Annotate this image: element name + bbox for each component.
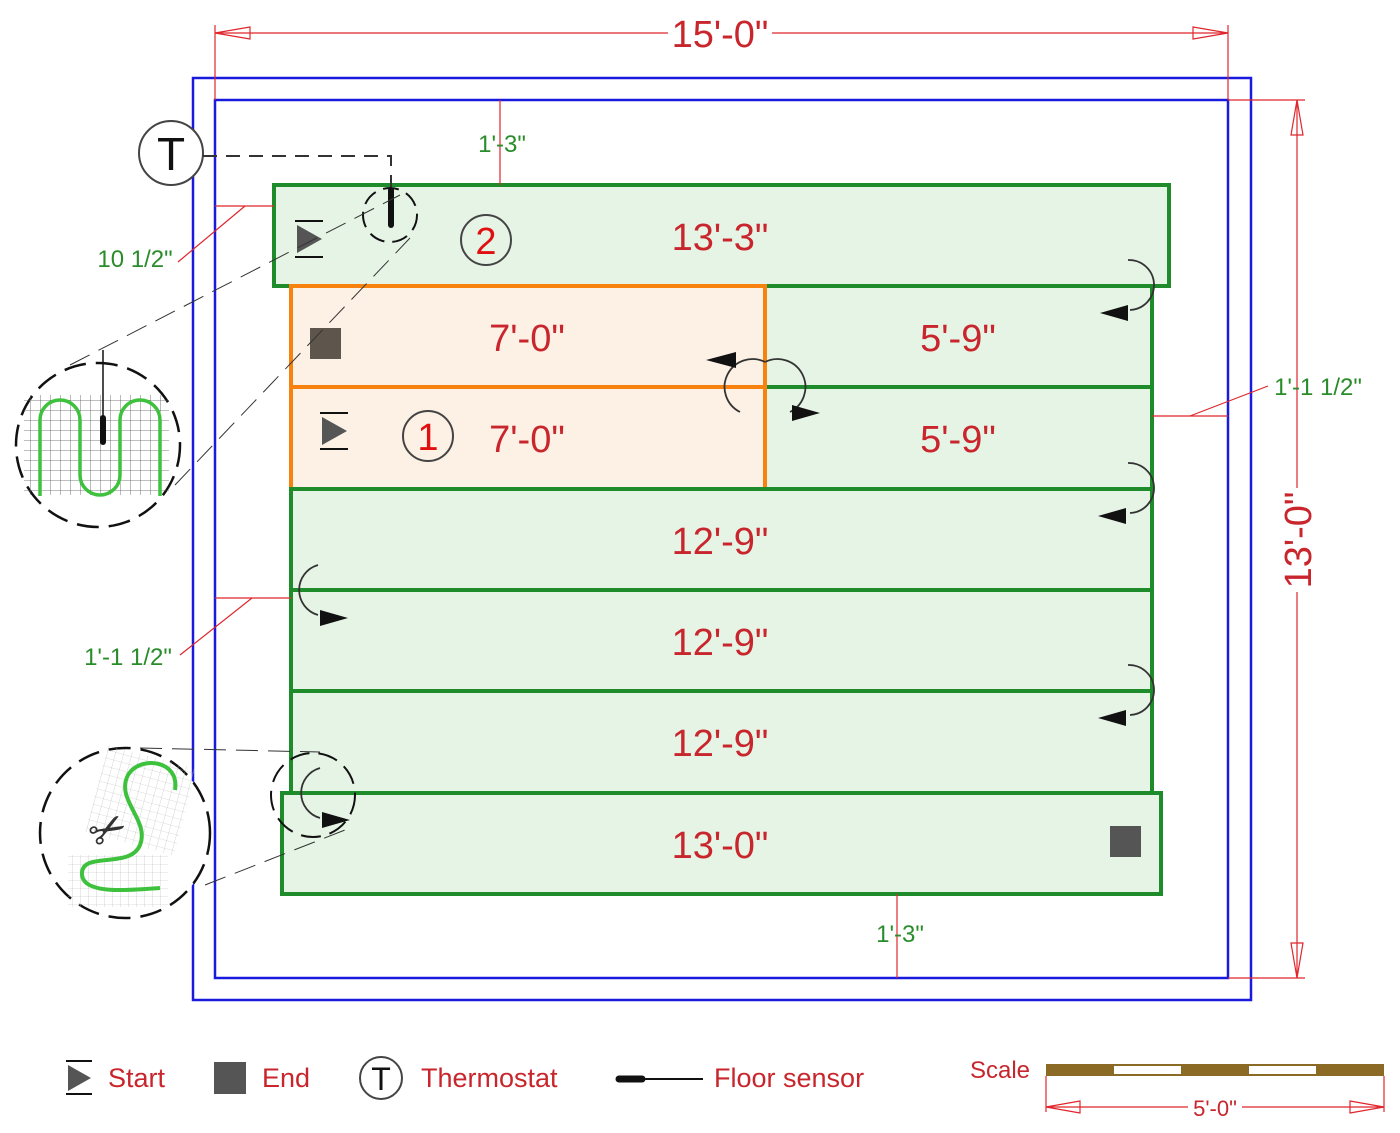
clearance-left-top-label: 10 1/2" [97,246,172,273]
sensor-detail-marker [270,752,356,838]
svg-text:1: 1 [417,417,438,459]
clearance-top-label: 1'-3" [478,131,526,158]
start-icon [320,412,348,450]
mat-strip: 12'-9" [289,487,1154,592]
mat-strip: 13'-0" [280,791,1163,896]
strip-length: 12'-9" [672,521,769,563]
legend-end: End [214,1062,310,1094]
circuit-number-2: 2 [460,214,512,266]
svg-text:Start: Start [108,1063,166,1093]
strip-length: 7'-0" [489,419,565,461]
sensor-detail-icon [14,350,182,529]
svg-text:Scale: Scale [970,1057,1030,1084]
strip-length: 12'-9" [672,622,769,664]
turn-arrow-icons [298,259,1155,819]
thermostat-icon: T [138,120,204,186]
strip-length: 12'-9" [672,723,769,765]
strip-length: 7'-0" [489,318,565,360]
mat-strip: 7'-0" 5'-9" [289,284,1154,389]
mat-strip: 12'-9" [289,689,1154,795]
svg-text:End: End [262,1063,310,1093]
strip-length: 13'-0" [672,825,769,867]
svg-text:T: T [371,1061,391,1097]
room-inner-wall [213,98,1230,980]
direction-arrow-icons [320,305,1128,828]
start-icon [295,220,323,258]
room-outer-wall [191,76,1253,1002]
svg-text:T: T [157,128,185,180]
svg-text:Thermostat: Thermostat [421,1063,558,1093]
legend-start: Start [66,1060,166,1095]
mat-strip: 13'-3" [272,183,1171,288]
svg-text:2: 2 [475,221,496,263]
strip-length: 5'-9" [920,318,996,360]
width-label: 15'-0" [672,14,769,56]
strip-length: 13'-3" [672,217,769,259]
end-icon [310,328,341,359]
clearance-right-label: 1'-1 1/2" [1274,374,1362,401]
svg-text:5'-0": 5'-0" [1193,1096,1237,1121]
legend-floor-sensor: Floor sensor [615,1063,864,1093]
clearance-bottom-label: 1'-3" [876,921,924,948]
height-label: 13'-0" [1278,492,1320,589]
mat-strip: 7'-0" 5'-9" [289,385,1154,491]
mat-strip: 12'-9" [289,588,1154,693]
cut-mat-detail-icon: ✂ [38,744,212,920]
clearance-left-mid-label: 1'-1 1/2" [84,644,172,671]
svg-text:Floor sensor: Floor sensor [714,1063,864,1093]
strip-length: 5'-9" [920,419,996,461]
legend-thermostat: T Thermostat [359,1056,558,1100]
clearance-dimension-lines [177,100,1269,978]
detail-callout-lines [69,194,411,886]
circuit-number-1: 1 [402,410,454,462]
floor-sensor-icon [362,187,418,243]
end-icon [1110,826,1141,857]
scale-bar: Scale 5'-0" [970,1057,1385,1121]
